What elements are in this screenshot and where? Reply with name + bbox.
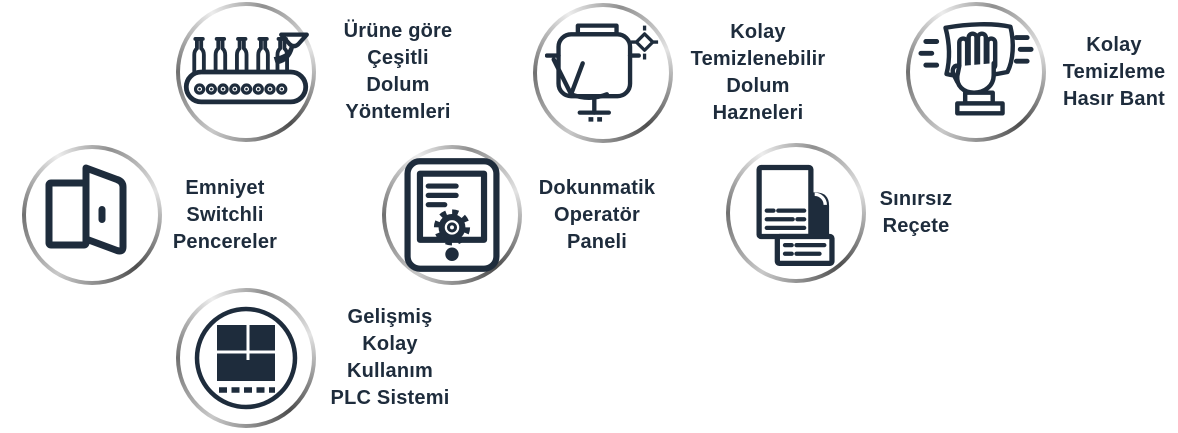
feature-circle — [22, 145, 162, 285]
feature-label: Ürüne göre Çeşitli Dolum Yöntemleri — [343, 20, 453, 123]
feature-label: Dokunmatik Operatör Paneli — [538, 176, 656, 253]
feature-circle — [533, 3, 673, 143]
recipe-documents-icon — [755, 164, 835, 266]
feature-label: Kolay Temizlenebilir Dolum Hazneleri — [690, 21, 826, 124]
feature-dolum-yontemleri: Ürüne göre Çeşitli Dolum Yöntemleri — [176, 2, 474, 142]
feature-label: Gelişmiş Kolay Kullanım PLC Sistemi — [330, 306, 450, 409]
plc-module-icon — [194, 306, 298, 410]
feature-label: Emniyet Switchli Pencereler — [172, 176, 278, 253]
hand-wipe-cleaning-icon — [918, 22, 1034, 116]
feature-operator-paneli: Dokunmatik Operatör Paneli — [382, 145, 672, 285]
filling-tank-icon — [545, 23, 659, 122]
feature-dolum-hazneleri: Kolay Temizlenebilir Dolum Hazneleri — [533, 3, 841, 143]
feature-label: Sınırsız Reçete — [879, 188, 953, 237]
feature-circle — [176, 288, 316, 428]
feature-sinirsiz-recete: Sınırsız Reçete — [726, 143, 966, 283]
feature-circle — [382, 145, 522, 285]
feature-circle — [906, 2, 1046, 142]
feature-emniyet-pencereler: Emniyet Switchli Pencereler — [22, 145, 288, 285]
touch-operator-panel-icon — [404, 158, 500, 272]
bottle-filling-conveyor-icon — [183, 32, 309, 105]
feature-circle — [176, 2, 316, 142]
feature-label: Kolay Temizleme Hasır Bant — [1062, 33, 1166, 110]
feature-hasir-bant: Kolay Temizleme Hasır Bant — [906, 2, 1178, 142]
feature-circle — [726, 143, 866, 283]
safety-switch-door-icon — [45, 164, 127, 255]
feature-plc-sistemi: Gelişmiş Kolay Kullanım PLC Sistemi — [176, 288, 462, 428]
